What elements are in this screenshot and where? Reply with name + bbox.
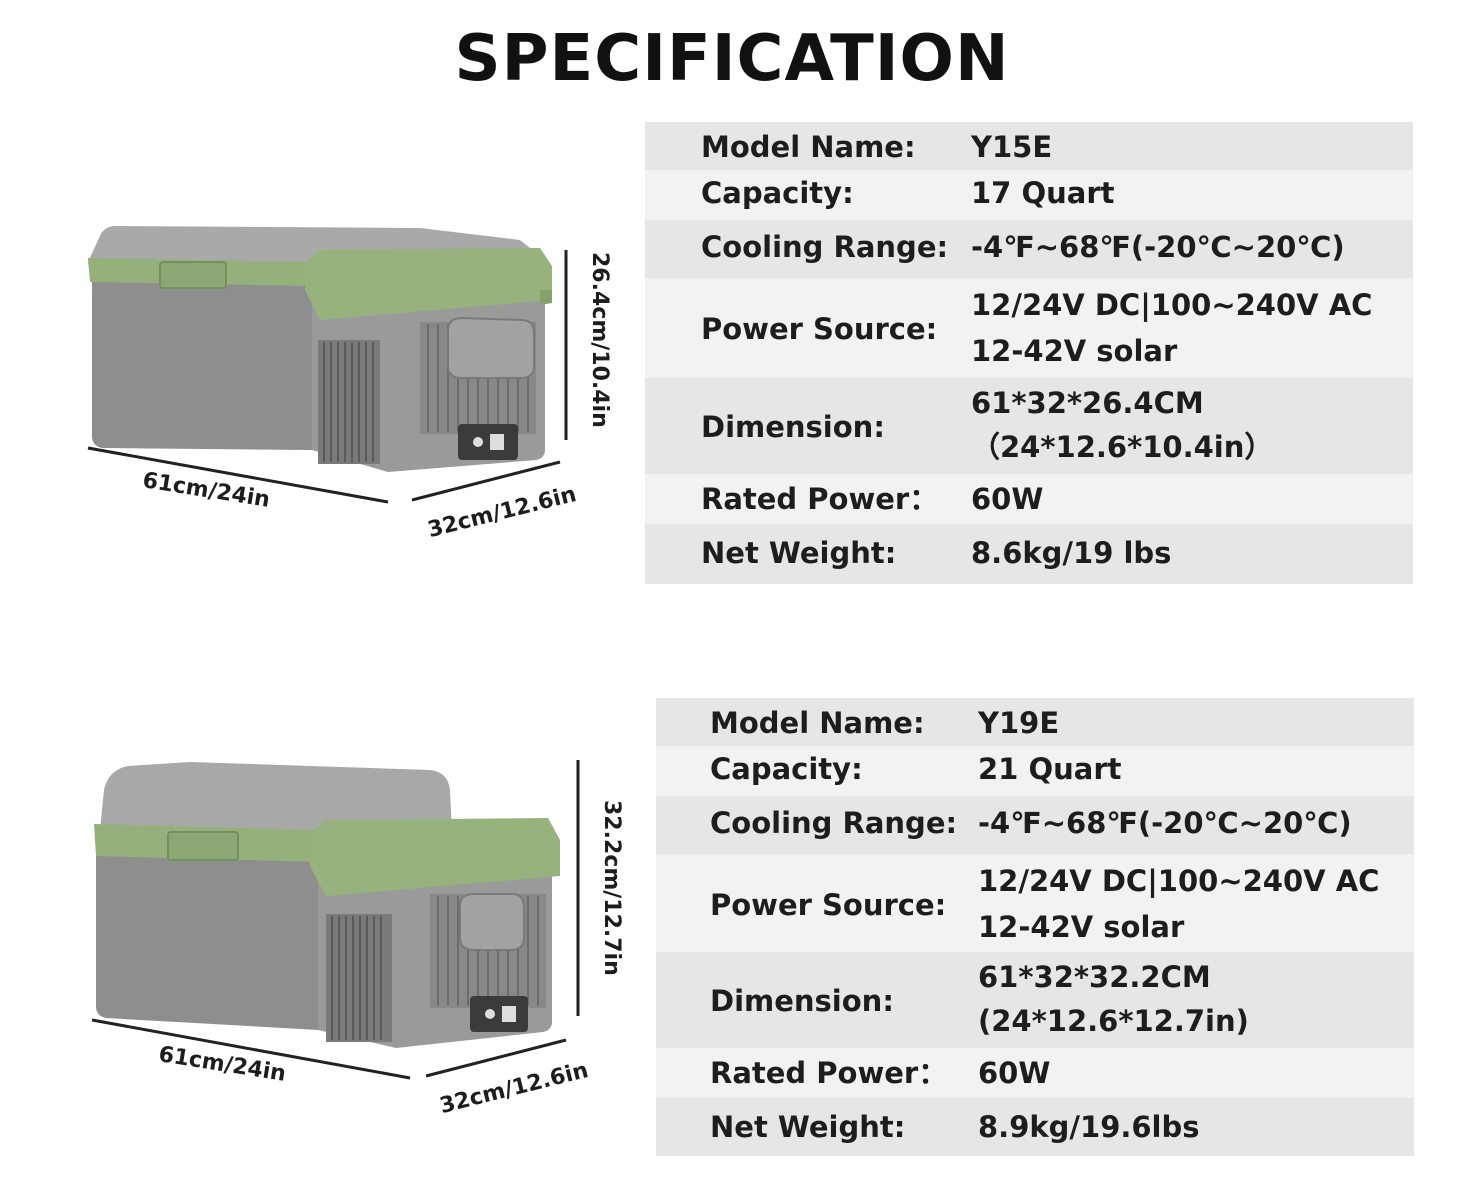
spec-row: Power Source: 12/24V DC|100~240V AC 12-4… <box>656 854 1414 952</box>
spec-table-y15e: Model Name: Y15E Capacity: 17 Quart Cool… <box>645 122 1413 584</box>
spec-value: -4℉~68℉(-20℃~20℃) <box>971 230 1345 264</box>
spec-label: Net Weight: <box>710 1110 906 1144</box>
spec-value: 8.9kg/19.6lbs <box>978 1110 1200 1144</box>
spec-row: Capacity: 17 Quart <box>645 170 1413 220</box>
spec-row: Capacity: 21 Quart <box>656 746 1414 796</box>
spec-row: Net Weight: 8.9kg/19.6lbs <box>656 1098 1414 1156</box>
spec-value: -4℉~68℉(-20℃~20℃) <box>978 806 1352 840</box>
spec-value: 12/24V DC|100~240V AC <box>978 864 1380 898</box>
spec-label: Model Name: <box>701 130 916 164</box>
spec-row: Cooling Range: -4℉~68℉(-20℃~20℃) <box>656 796 1414 854</box>
spec-row: Dimension: 61*32*32.2CM (24*12.6*12.7in) <box>656 952 1414 1048</box>
spec-value: 60W <box>978 1056 1051 1090</box>
spec-label: Power Source: <box>701 312 938 346</box>
spec-value-line2: （24*12.6*10.4in） <box>971 430 1274 464</box>
cooler-image-y19e <box>94 762 560 1048</box>
spec-label: Rated Power： <box>710 1056 948 1090</box>
spec-value: Y19E <box>978 706 1060 740</box>
spec-label: Power Source: <box>710 888 947 922</box>
dimension-height-label: 32.2cm/12.7in <box>599 800 624 976</box>
spec-value-line2: 12-42V solar <box>978 910 1185 944</box>
spec-value-line2: 12-42V solar <box>971 334 1178 368</box>
spec-label: Cooling Range: <box>701 230 949 264</box>
spec-row: Cooling Range: -4℉~68℉(-20℃~20℃) <box>645 220 1413 278</box>
spec-value: Y15E <box>971 130 1053 164</box>
dimension-length-label: 61cm/24in <box>140 468 272 513</box>
page-title: SPECIFICATION <box>454 22 1010 96</box>
spec-row: Rated Power： 60W <box>656 1048 1414 1098</box>
spec-value: 60W <box>971 482 1044 516</box>
spec-label: Net Weight: <box>701 536 897 570</box>
dimension-lines-y15e <box>87 250 568 504</box>
spec-label: Capacity: <box>710 752 863 786</box>
spec-value: 8.6kg/19 lbs <box>971 536 1172 570</box>
spec-value: 12/24V DC|100~240V AC <box>971 288 1373 322</box>
spec-row: Rated Power： 60W <box>645 474 1413 524</box>
spec-value: 17 Quart <box>971 176 1115 210</box>
spec-value: 61*32*26.4CM <box>971 386 1204 420</box>
spec-row: Power Source: 12/24V DC|100~240V AC 12-4… <box>645 278 1413 378</box>
spec-value: 61*32*32.2CM <box>978 960 1211 994</box>
spec-row: Dimension: 61*32*26.4CM （24*12.6*10.4in） <box>645 378 1413 474</box>
spec-row: Net Weight: 8.6kg/19 lbs <box>645 524 1413 584</box>
spec-value-line2: (24*12.6*12.7in) <box>978 1004 1249 1038</box>
spec-label: Model Name: <box>710 706 925 740</box>
spec-label: Rated Power： <box>701 482 939 516</box>
spec-label: Dimension: <box>710 984 894 1018</box>
dimension-height-label: 26.4cm/10.4in <box>587 252 612 428</box>
spec-label: Cooling Range: <box>710 806 958 840</box>
dimension-length-label: 61cm/24in <box>156 1042 288 1087</box>
spec-label: Dimension: <box>701 410 885 444</box>
spec-label: Capacity: <box>701 176 854 210</box>
dimension-lines-y19e <box>91 760 580 1080</box>
spec-row: Model Name: Y15E <box>645 122 1413 170</box>
spec-row: Model Name: Y19E <box>656 698 1414 746</box>
spec-table-y19e: Model Name: Y19E Capacity: 21 Quart Cool… <box>656 698 1414 1156</box>
spec-value: 21 Quart <box>978 752 1122 786</box>
cooler-image-y15e <box>88 226 552 472</box>
